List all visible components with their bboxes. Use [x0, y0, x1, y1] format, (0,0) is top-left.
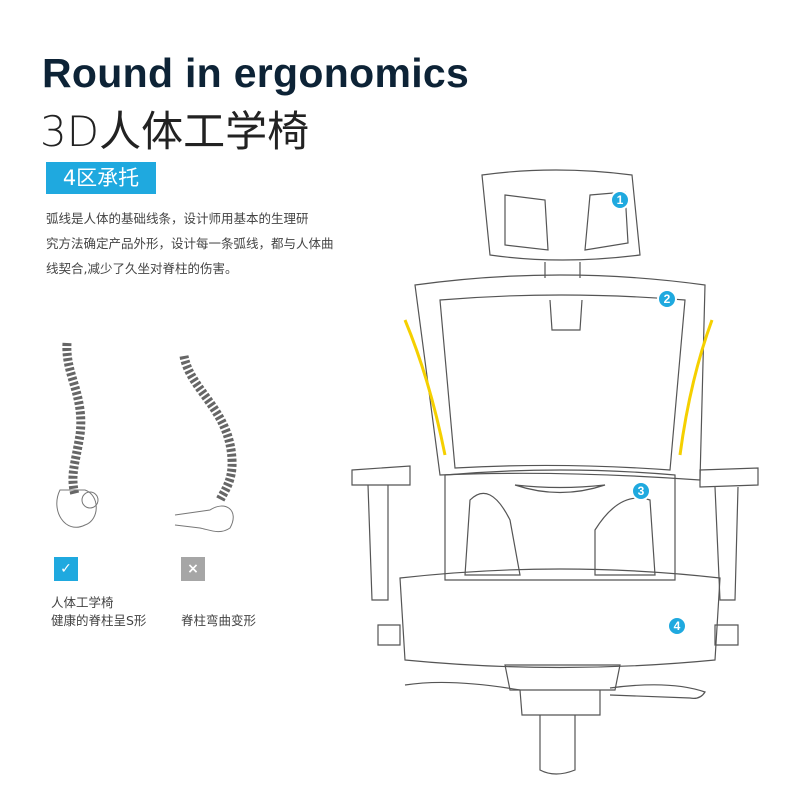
caption-line: 人体工学椅 — [51, 595, 114, 610]
zone-3-label: 3 — [638, 484, 645, 498]
title-english: Round in ergonomics — [42, 50, 470, 96]
healthy-spine-illustration — [56, 342, 99, 528]
support-zones-badge: 4区承托 — [46, 162, 156, 194]
description-line: 究方法确定产品外形，设计每一条弧线，都与人体曲 — [46, 236, 334, 251]
bent-caption: 脊柱弯曲变形 — [181, 613, 257, 628]
healthy-caption: 人体工学椅 健康的脊柱呈S形 — [51, 594, 146, 630]
description-line: 线契合,减少了久坐对脊柱的伤害。 — [46, 261, 238, 276]
zone-4-label: 4 — [674, 619, 681, 633]
description: 弧线是人体的基础线条，设计师用基本的生理研 究方法确定产品外形，设计每一条弧线，… — [46, 206, 366, 281]
check-icon: ✓ — [54, 557, 78, 581]
chair-drawing: 1 2 3 4 — [351, 169, 759, 775]
title-chinese: 3D人体工学椅 — [40, 107, 310, 156]
zone-2-label: 2 — [664, 292, 671, 306]
description-line: 弧线是人体的基础线条，设计师用基本的生理研 — [46, 211, 309, 226]
bent-spine-illustration — [174, 354, 237, 533]
caption-line: 健康的脊柱呈S形 — [51, 613, 147, 628]
x-icon: × — [181, 557, 205, 581]
zone-1-label: 1 — [617, 193, 624, 207]
